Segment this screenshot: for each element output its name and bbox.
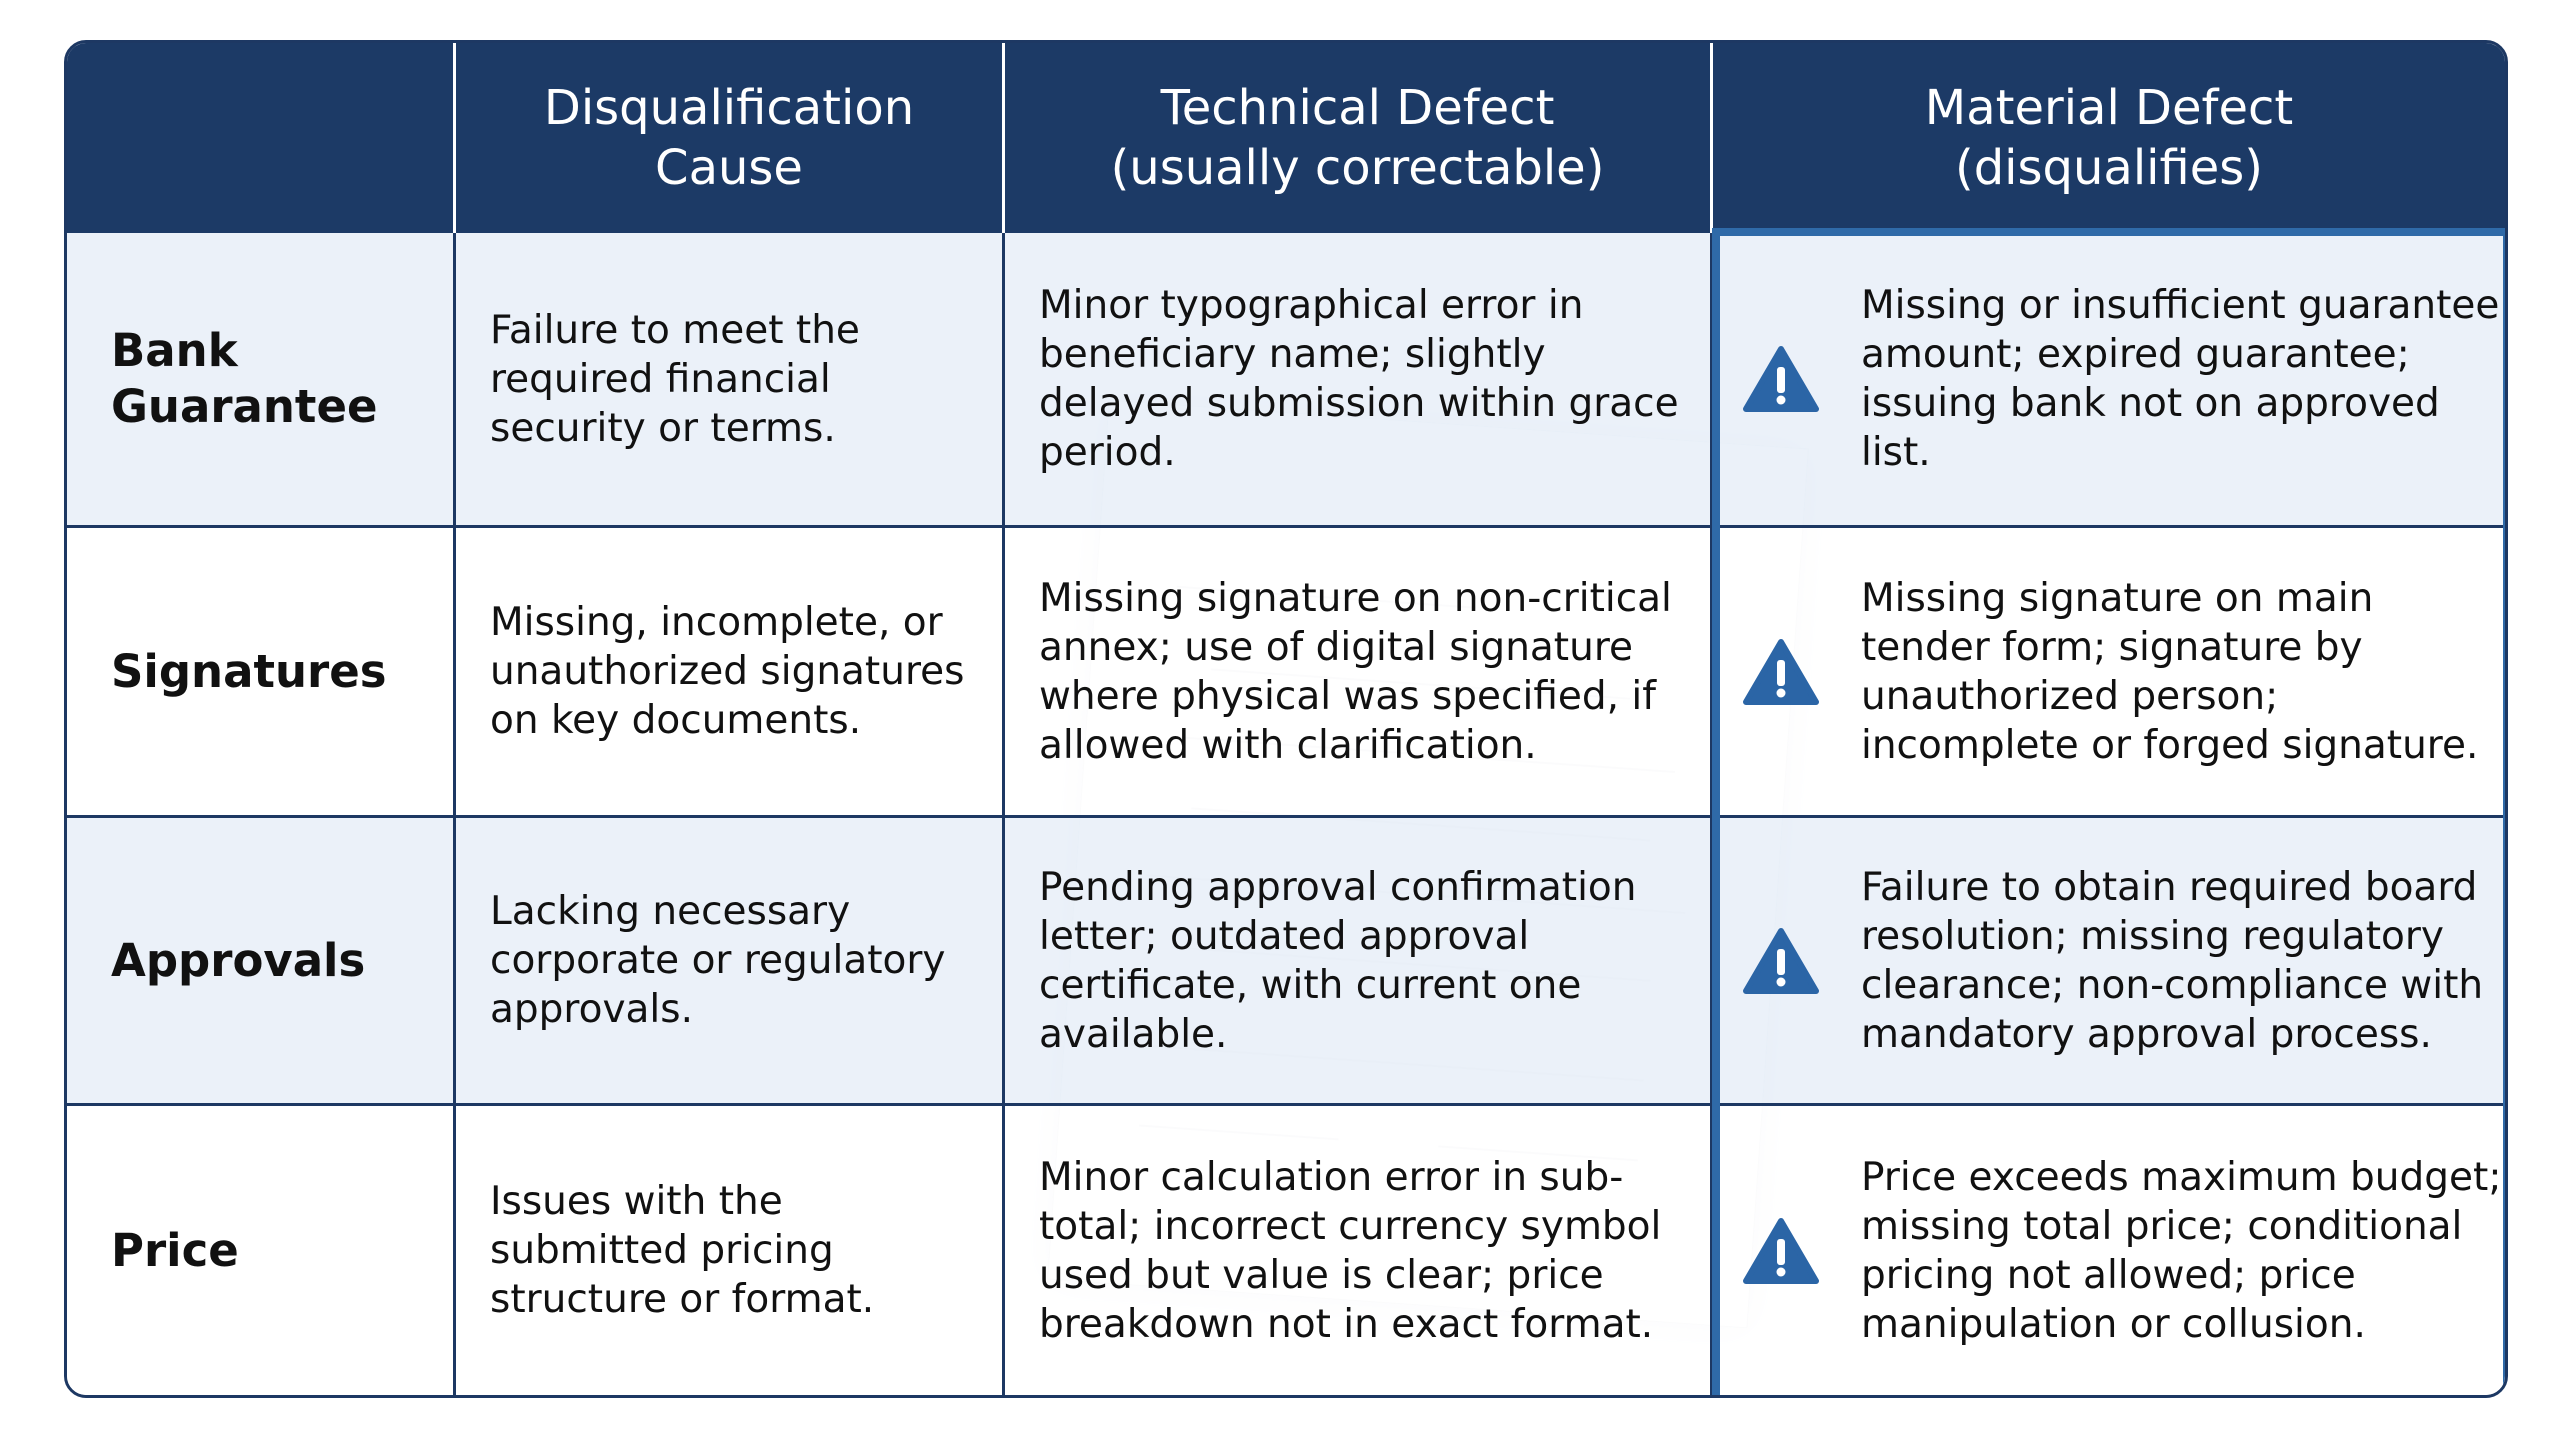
material-text: Price exceeds maximum budget; missing to… [1861, 1154, 2502, 1347]
material-text: Missing signature on main tender form; s… [1861, 575, 2479, 768]
technical-text: Missing signature on non-critical annex;… [1039, 575, 1672, 768]
material-cell: Missing signature on main tender form; s… [1713, 528, 2505, 818]
cause-cell: Failure to meet the required financial s… [456, 233, 1005, 528]
cause-text: Lacking necessary corporate or regulator… [490, 889, 946, 1032]
header-material: Material Defect (disqualifies) [1713, 43, 2505, 233]
row-label-price: Price [67, 1106, 456, 1395]
material-text: Missing or insufficient guarantee amount… [1861, 283, 2500, 475]
header-cause-line1: Disqualification [543, 80, 915, 136]
technical-text: Pending approval confirmation letter; ou… [1039, 864, 1637, 1057]
row-label-line: Bank [111, 324, 238, 377]
cause-text: Missing, incomplete, or unauthorized sig… [490, 600, 965, 743]
header-cause: Disqualification Cause [456, 43, 1005, 233]
technical-text: Minor calculation error in sub-total; in… [1039, 1154, 1662, 1347]
row-label-approvals: Approvals [67, 818, 456, 1106]
row-label-signatures: Signatures [67, 528, 456, 818]
header-material-line1: Material Defect [1924, 80, 2294, 136]
defect-table: Disqualification Cause Technical Defect … [64, 40, 2508, 1398]
header-technical-line1: Technical Defect [1160, 80, 1555, 136]
header-technical: Technical Defect (usually correctable) [1005, 43, 1713, 233]
warning-icon [1743, 927, 1819, 994]
material-cell: Missing or insufficient guarantee amount… [1713, 233, 2505, 528]
row-label-line: Guarantee [111, 380, 378, 433]
material-cell: Failure to obtain required board resolut… [1713, 818, 2505, 1106]
warning-icon [1743, 638, 1819, 705]
row-label-line: Price [111, 1223, 239, 1277]
warning-icon [1743, 346, 1819, 412]
cause-text: Issues with the submitted pricing struct… [490, 1179, 875, 1322]
header-technical-line2: (usually correctable) [1110, 140, 1605, 196]
cause-cell: Issues with the submitted pricing struct… [456, 1106, 1005, 1395]
header-blank-cell [67, 43, 456, 233]
cause-cell: Missing, incomplete, or unauthorized sig… [456, 528, 1005, 818]
material-cell: Price exceeds maximum budget; missing to… [1713, 1106, 2505, 1395]
cause-cell: Lacking necessary corporate or regulator… [456, 818, 1005, 1106]
technical-cell: Pending approval confirmation letter; ou… [1005, 818, 1713, 1106]
technical-cell: Missing signature on non-critical annex;… [1005, 528, 1713, 818]
technical-cell: Minor calculation error in sub-total; in… [1005, 1106, 1713, 1395]
warning-icon [1743, 1217, 1819, 1284]
header-material-line2: (disqualifies) [1954, 140, 2263, 196]
technical-cell: Minor typographical error in beneficiary… [1005, 233, 1713, 528]
row-label-line: Signatures [111, 644, 387, 698]
table-grid: Disqualification Cause Technical Defect … [67, 43, 2505, 1395]
material-text: Failure to obtain required board resolut… [1861, 864, 2484, 1057]
header-cause-line2: Cause [655, 140, 803, 196]
row-label-bank-guarantee: Bank Guarantee [67, 233, 456, 528]
row-label-line: Approvals [111, 933, 366, 987]
cause-text: Failure to meet the required financial s… [490, 307, 860, 451]
technical-text: Minor typographical error in beneficiary… [1039, 283, 1679, 475]
